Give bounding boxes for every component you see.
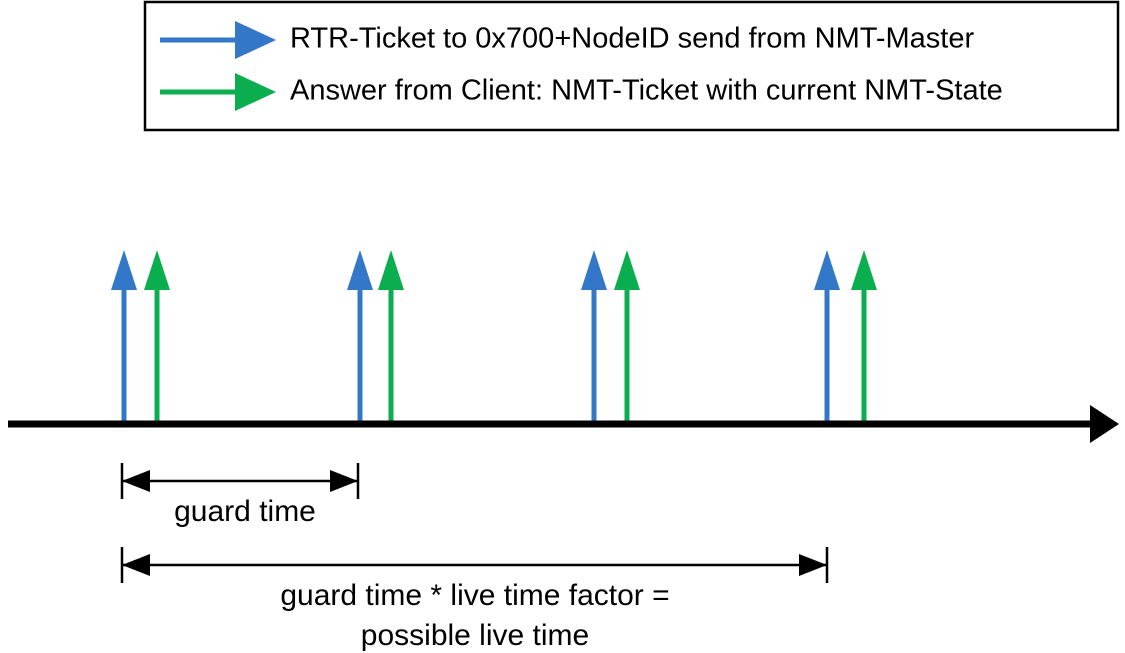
dimension-annotations: guard time guard time * live time factor …	[120, 463, 829, 652]
spike-arrow-icon	[144, 250, 170, 290]
spike-arrow-icon	[347, 250, 373, 290]
spike-arrow-icon	[814, 250, 840, 290]
time-axis	[8, 405, 1119, 443]
legend-item-client: Answer from Client: NMT-Ticket with curr…	[160, 73, 1003, 111]
spike-arrow-icon	[111, 250, 137, 290]
spike-master-3	[581, 250, 607, 424]
dimension-label: possible live time	[361, 619, 589, 652]
spike-arrow-icon	[378, 250, 404, 290]
dimension-label: guard time * live time factor =	[280, 579, 669, 612]
guard-time-dimension: guard time	[120, 463, 360, 528]
spike-arrow-icon	[851, 250, 877, 290]
right-arrow-icon	[799, 554, 827, 576]
right-arrow-icon	[235, 73, 276, 111]
legend-box	[143, 0, 1120, 132]
event-spikes	[111, 250, 877, 424]
live-time-dimension: guard time * live time factor = possible …	[120, 547, 829, 652]
spike-client-4	[851, 250, 877, 424]
spike-client-3	[614, 250, 640, 424]
legend-label-client: Answer from Client: NMT-Ticket with curr…	[290, 75, 1003, 107]
legend-label-master: RTR-Ticket to 0x700+NodeID send from NMT…	[290, 23, 974, 55]
spike-master-2	[347, 250, 373, 424]
time-axis-arrow-icon	[1090, 405, 1119, 443]
spike-arrow-icon	[614, 250, 640, 290]
left-arrow-icon	[122, 470, 150, 492]
spike-client-1	[144, 250, 170, 424]
legend-item-master: RTR-Ticket to 0x700+NodeID send from NMT…	[160, 21, 974, 59]
spike-master-4	[814, 250, 840, 424]
dimension-label: guard time	[174, 495, 316, 528]
spike-client-2	[378, 250, 404, 424]
spike-arrow-icon	[581, 250, 607, 290]
right-arrow-icon	[235, 21, 276, 59]
legend: RTR-Ticket to 0x700+NodeID send from NMT…	[143, 0, 1120, 132]
right-arrow-icon	[330, 470, 358, 492]
left-arrow-icon	[122, 554, 150, 576]
spike-master-1	[111, 250, 137, 424]
